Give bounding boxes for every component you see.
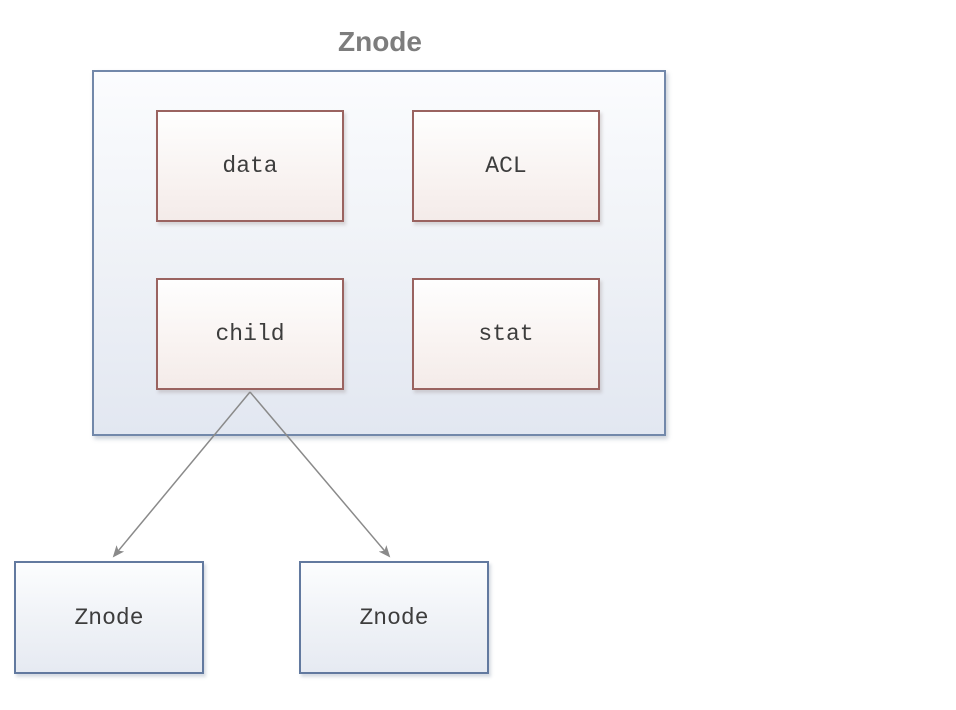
- attribute-label-stat: stat: [478, 321, 534, 347]
- znode-container: data ACL child stat: [92, 70, 666, 436]
- child-znode-right: Znode: [299, 561, 489, 674]
- child-znode-left: Znode: [14, 561, 204, 674]
- attribute-box-acl: ACL: [412, 110, 600, 222]
- child-znode-left-label: Znode: [74, 604, 144, 631]
- attribute-box-data: data: [156, 110, 344, 222]
- attribute-box-child: child: [156, 278, 344, 390]
- attribute-label-data: data: [222, 153, 278, 179]
- child-znode-right-label: Znode: [359, 604, 429, 631]
- diagram-title: Znode: [338, 26, 422, 57]
- attribute-label-acl: ACL: [485, 153, 527, 179]
- attribute-box-stat: stat: [412, 278, 600, 390]
- attribute-label-child: child: [215, 321, 285, 347]
